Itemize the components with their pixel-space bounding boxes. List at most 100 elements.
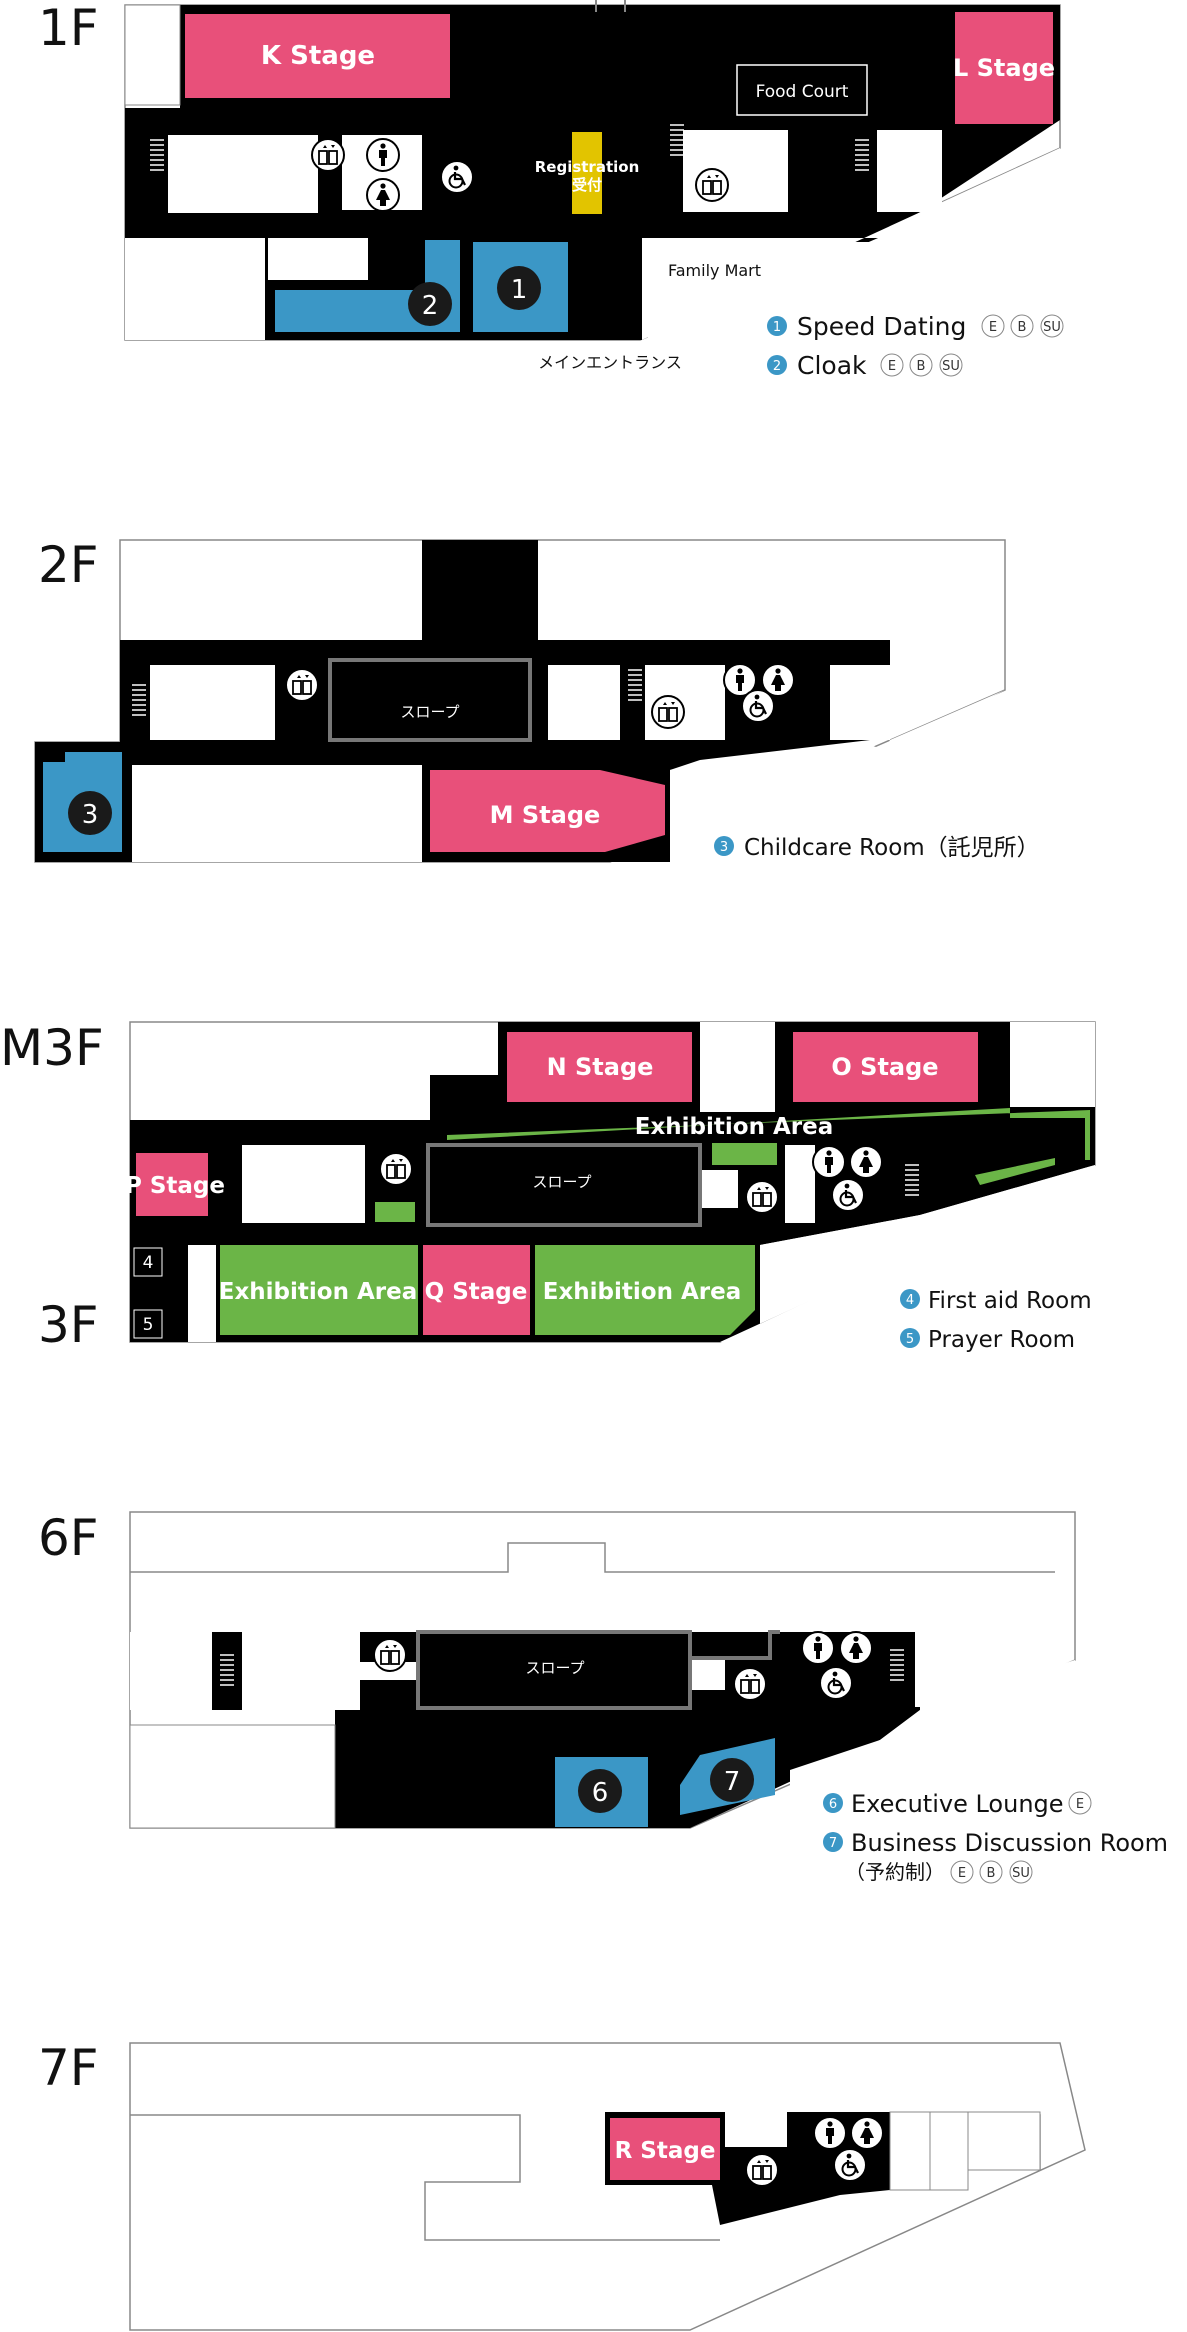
svg-text:B: B [987, 1866, 996, 1881]
marker-4-label: 4 [143, 1253, 154, 1273]
exhibition-right-label: Exhibition Area [543, 1279, 741, 1305]
accessible-restroom-icon [740, 688, 776, 724]
svg-text:E: E [989, 320, 997, 335]
r-stage-label: R Stage [615, 2138, 716, 2164]
svg-text:SU: SU [942, 359, 960, 374]
accessible-restroom-icon [818, 1665, 854, 1701]
svg-text:6: 6 [829, 1797, 837, 1812]
m-stage[interactable] [430, 770, 665, 852]
first-aid-room[interactable] [133, 1247, 163, 1277]
elevator-icon [379, 1152, 413, 1186]
svg-text:E: E [1076, 1797, 1084, 1812]
food-court-label: Food Court [756, 82, 849, 102]
marker-5-label: 5 [143, 1315, 154, 1335]
p-stage[interactable] [136, 1153, 208, 1216]
prayer-room[interactable] [133, 1309, 163, 1339]
legend-speed-dating: Speed Dating [797, 312, 966, 341]
legend-6f: 6 Executive Lounge E 7 Business Discussi… [823, 1790, 1168, 1884]
o-stage[interactable] [793, 1032, 978, 1102]
legend-prayer: Prayer Room [928, 1327, 1075, 1353]
svg-text:B: B [917, 359, 926, 374]
svg-text:SU: SU [1043, 320, 1061, 335]
marker-1 [497, 266, 541, 310]
womens-restroom-icon [849, 1145, 883, 1179]
floor-label-6f: 6F [38, 1509, 99, 1567]
svg-text:5: 5 [906, 1332, 914, 1347]
svg-text:SU: SU [1012, 1866, 1030, 1881]
legend-first-aid: First aid Room [928, 1288, 1092, 1314]
floor-label-3f: 3F [38, 1296, 99, 1354]
floor-2f: 2F スロープ 3 M Stage 3 Childcare [34, 536, 1040, 863]
elevator-icon [651, 695, 685, 729]
marker-1-label: 1 [511, 275, 528, 305]
stairs-icon [902, 2134, 918, 2166]
svg-text:2: 2 [773, 359, 781, 374]
exhibition-left-label: Exhibition Area [219, 1279, 417, 1305]
mens-restroom-icon [812, 1145, 846, 1179]
elevator-icon [285, 668, 319, 702]
accessible-restroom-icon [832, 2147, 868, 2183]
womens-restroom-icon [839, 1631, 873, 1665]
stairs-icon [131, 684, 147, 716]
k-stage-label: K Stage [261, 41, 375, 71]
marker-3 [68, 791, 112, 835]
elevator-icon [745, 2153, 779, 2187]
svg-text:E: E [888, 359, 896, 374]
q-stage[interactable] [423, 1245, 530, 1335]
marker-3-label: 3 [82, 800, 99, 830]
floor-7f: 7F R Stage [38, 2039, 1086, 2331]
k-stage[interactable] [185, 14, 450, 98]
legend-cloak: Cloak [797, 351, 867, 380]
l-stage[interactable] [955, 12, 1053, 124]
marker-6 [578, 1769, 622, 1813]
slope-label-3f: スロープ [532, 1173, 591, 1191]
marker-2 [408, 282, 452, 326]
exhibition-area-mezz[interactable] [712, 1143, 777, 1165]
legend-executive-lounge: Executive Lounge [851, 1790, 1064, 1818]
legend-childcare: Childcare Room（託児所） [744, 835, 1040, 861]
elevator-icon [373, 1638, 407, 1672]
food-court[interactable] [736, 64, 868, 116]
o-stage-label: O Stage [831, 1053, 938, 1081]
legend-1f: 1 Speed Dating E B SU 2 Cloak E B SU [767, 312, 1064, 380]
marker-7-label: 7 [724, 1767, 741, 1797]
marker-6-label: 6 [592, 1778, 609, 1808]
p-stage-label: P Stage [125, 1173, 225, 1199]
marker-7 [710, 1758, 754, 1802]
elevator-icon [311, 138, 345, 172]
registration-desk[interactable] [572, 132, 602, 214]
floor-label-2f: 2F [38, 536, 99, 594]
stairs-icon [149, 139, 165, 171]
womens-restroom-icon [850, 2116, 884, 2150]
main-entrance-label: メインエントランス [538, 353, 682, 372]
legend-business-room-note: （予約制） [845, 1860, 945, 1884]
svg-text:7: 7 [829, 1836, 837, 1851]
exhibition-area-left[interactable] [220, 1245, 418, 1335]
l-stage-label: L Stage [953, 54, 1055, 82]
stairs-icon [627, 669, 643, 701]
stairs-icon [854, 139, 870, 171]
n-stage[interactable] [507, 1032, 692, 1102]
registration-jp-label: 受付 [572, 176, 602, 194]
floor-label-7f: 7F [38, 2039, 99, 2097]
floor-label-1f: 1F [38, 0, 99, 57]
registration-label: Registration [535, 158, 640, 176]
svg-text:E: E [958, 1866, 966, 1881]
elevator-icon [733, 1667, 767, 1701]
accessible-restroom-icon [439, 159, 475, 195]
exhibition-area-right[interactable] [535, 1245, 755, 1335]
legend-3f: 4 First aid Room 5 Prayer Room [900, 1288, 1092, 1353]
family-mart-label: Family Mart [668, 261, 761, 280]
svg-text:4: 4 [906, 1293, 914, 1308]
svg-text:3: 3 [720, 840, 728, 855]
floor-1f: 1F K Stage L Stage Food Court Registrati… [38, 0, 1064, 380]
r-stage[interactable] [610, 2118, 720, 2180]
svg-text:1: 1 [773, 320, 781, 335]
q-stage-label: Q Stage [425, 1279, 528, 1305]
stairs-icon [904, 1164, 920, 1196]
m-stage-label: M Stage [490, 801, 601, 829]
womens-restroom-icon [366, 178, 400, 212]
legend-2f: 3 Childcare Room（託児所） [714, 835, 1040, 861]
elevator-icon [745, 1180, 779, 1214]
svg-text:B: B [1018, 320, 1027, 335]
